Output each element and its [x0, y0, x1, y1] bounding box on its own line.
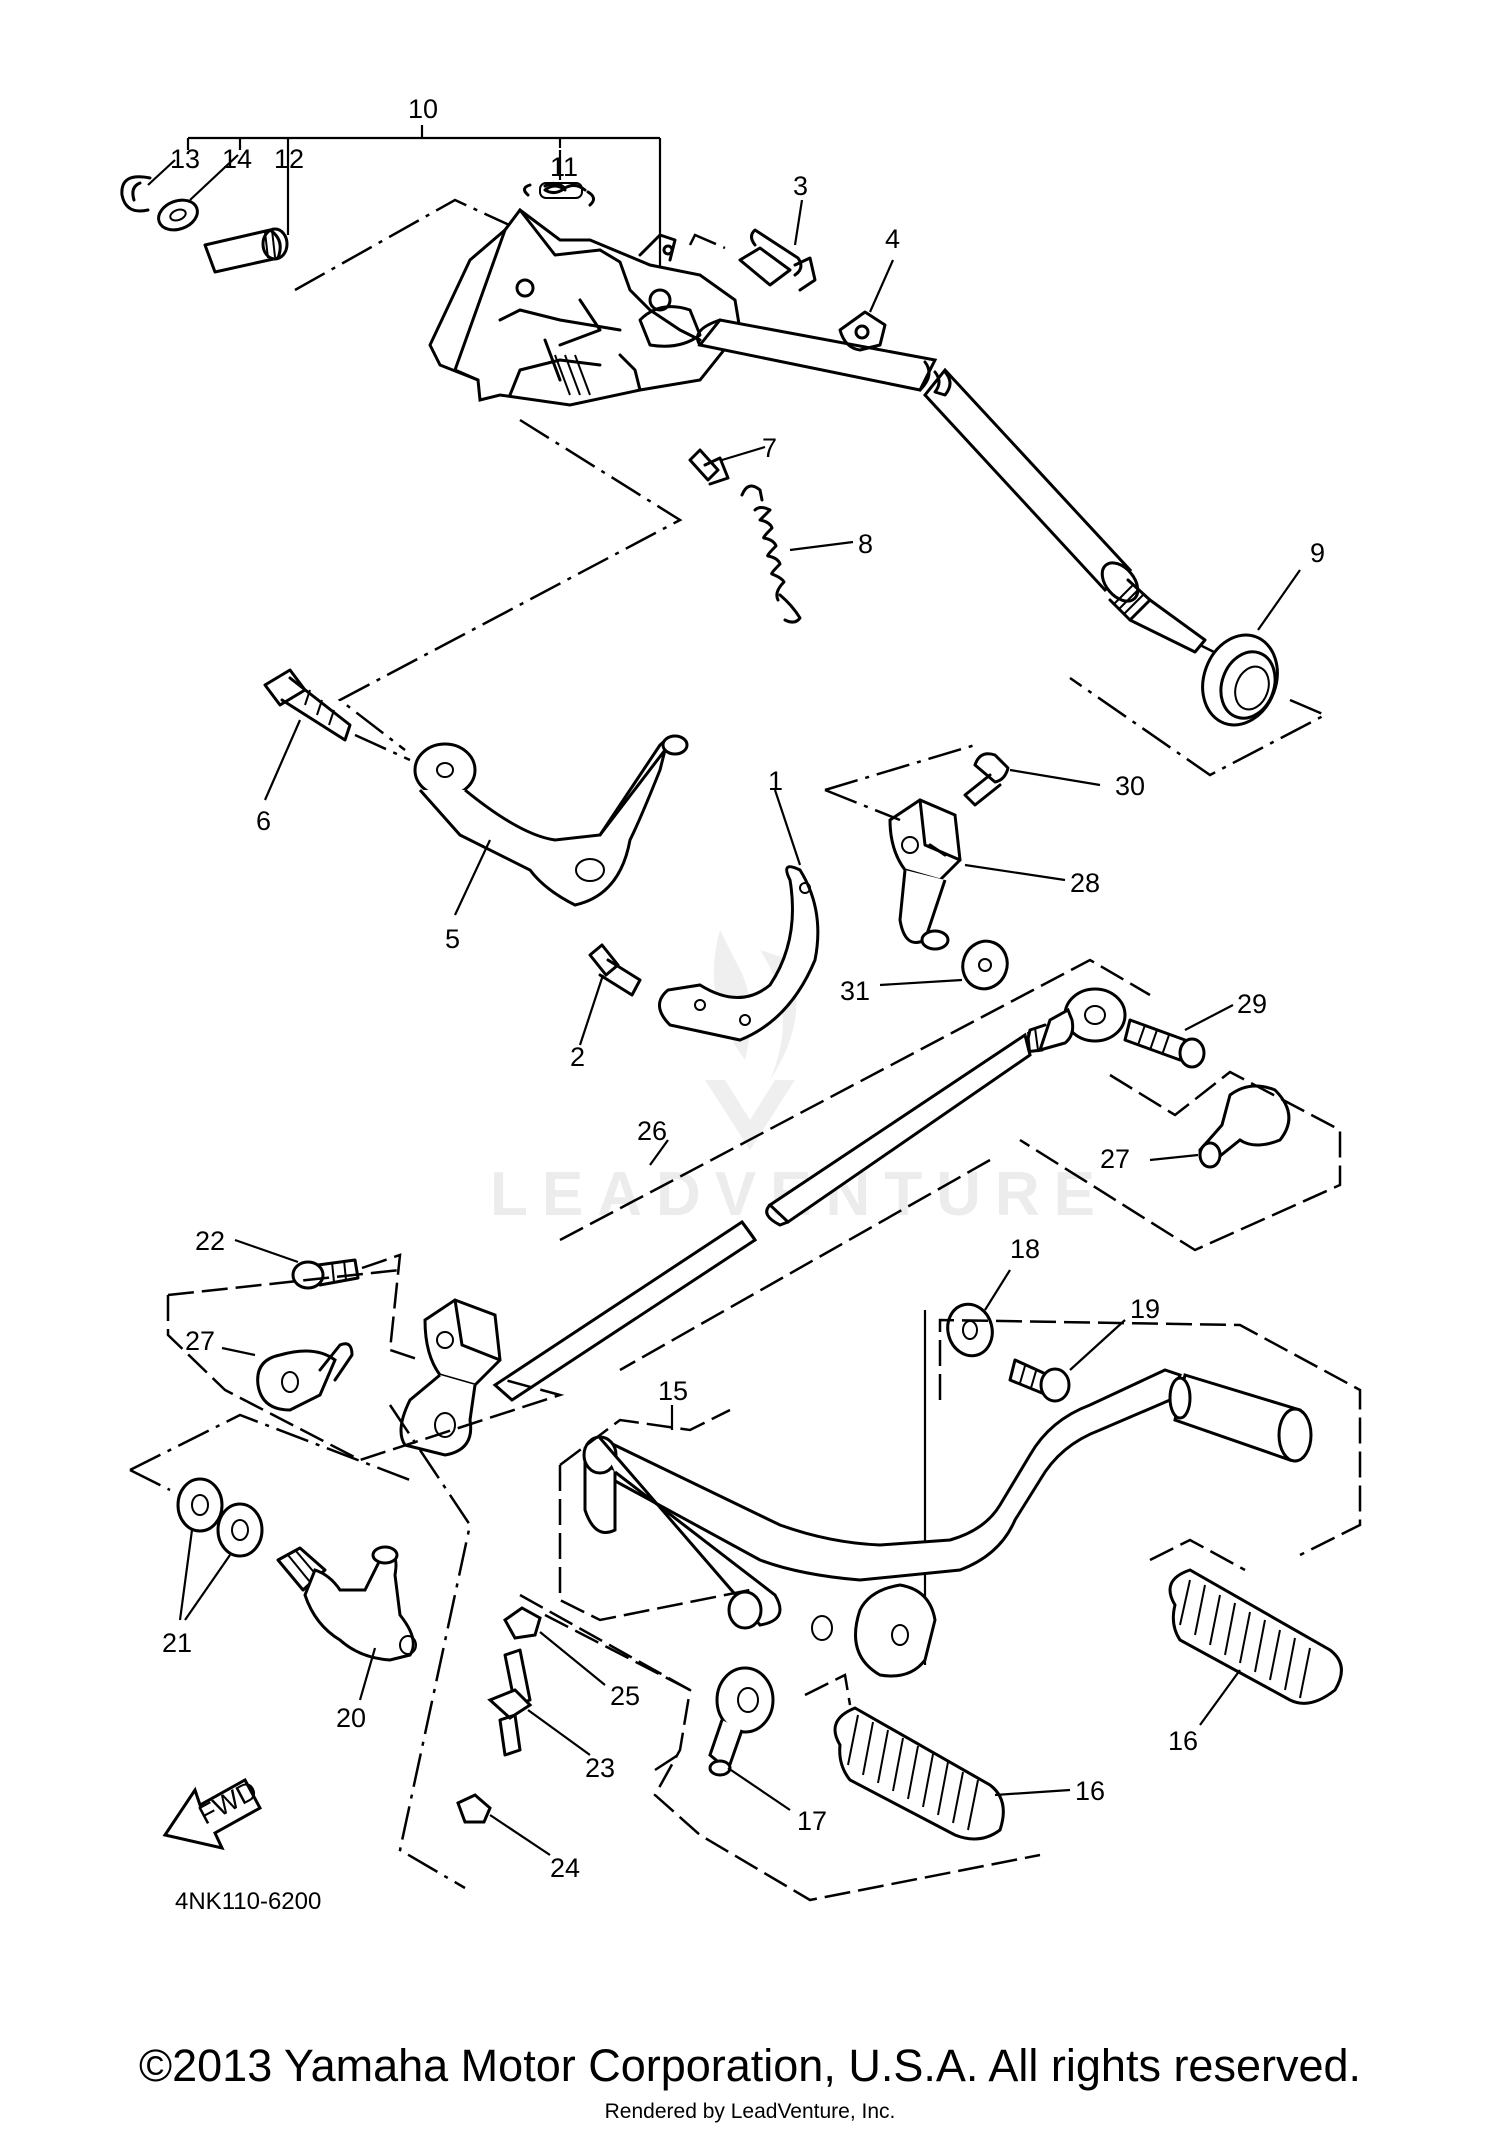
- part-lower-pinch-lever: [399, 1298, 502, 1457]
- group-10-bracket: [186, 125, 662, 280]
- callout-12: 12: [274, 144, 304, 174]
- copyright-notice: ©2013 Yamaha Motor Corporation, U.S.A. A…: [138, 2040, 1362, 2091]
- callout-29: 29: [1237, 989, 1267, 1019]
- part-8-spring: [740, 484, 854, 624]
- part-16-footpeg-rubber-left: [804, 1673, 1071, 1841]
- part-16-footpeg-rubber-right: [1149, 1538, 1343, 1726]
- callout-30: 30: [1115, 771, 1145, 801]
- forward-direction-arrow: FWD: [162, 1775, 262, 1851]
- callout-27-lower: 27: [185, 1326, 215, 1356]
- part-14-washer: [157, 154, 239, 232]
- callout-21: 21: [162, 1628, 192, 1658]
- part-3-bolt: [688, 199, 817, 292]
- callout-2: 2: [570, 1042, 585, 1072]
- rendered-by-credit: Rendered by LeadVenture, Inc.: [604, 2100, 896, 2123]
- callout-3: 3: [793, 171, 808, 201]
- callout-23: 23: [585, 1753, 615, 1783]
- part-24-nut: [456, 1793, 551, 1856]
- part-7-bolt: [688, 445, 766, 486]
- callout-13: 13: [170, 144, 200, 174]
- callout-9: 9: [1310, 538, 1325, 568]
- part-28-shift-lever: [824, 788, 1066, 951]
- part-11-spring: [523, 150, 595, 207]
- callout-14: 14: [222, 144, 252, 174]
- sub-assembly-boundary-29-27: [1019, 1070, 1342, 1252]
- part-17-rod-end: [708, 1666, 791, 1811]
- part-23-adjuster-bolt: [487, 1648, 591, 1757]
- callout-4: 4: [885, 224, 900, 254]
- callout-1: 1: [768, 766, 783, 796]
- callout-6: 6: [256, 806, 271, 836]
- part-2-screw: [578, 943, 642, 1046]
- callout-27-upper: 27: [1100, 1144, 1130, 1174]
- part-27-rod-end-upper: [1149, 1084, 1291, 1169]
- callout-31: 31: [840, 976, 870, 1006]
- part-29-bolt: [1123, 1004, 1234, 1069]
- part-20-pivot-shaft: [276, 1404, 472, 1890]
- part-22-bolt: [234, 1238, 421, 1362]
- callout-18: 18: [1010, 1234, 1040, 1264]
- part-15-shift-pedal: [558, 1318, 1362, 1678]
- part-9-oil-seal: [1069, 569, 1328, 777]
- callout-numbers: 10 11 12 13 14 3 4 7 8 9 6 5 1 2 30 28 3…: [162, 94, 1325, 1883]
- part-18-washer: [923, 1269, 1011, 1665]
- part-25-nut: [503, 1606, 606, 1686]
- callout-28: 28: [1070, 868, 1100, 898]
- callout-20: 20: [336, 1703, 366, 1733]
- callout-17: 17: [797, 1806, 827, 1836]
- part-13-circlip: [120, 159, 176, 213]
- diagram-code: 4NK110-6200: [175, 1888, 322, 1915]
- callout-16-left: 16: [1075, 1776, 1105, 1806]
- callout-8: 8: [858, 529, 873, 559]
- part-5-shift-arm: [413, 734, 689, 916]
- part-27-rod-end-lower: [221, 1342, 354, 1412]
- part-21-washers: [129, 1413, 411, 1621]
- callout-11: 11: [550, 152, 578, 182]
- part-1-guide-plate: [658, 789, 820, 1042]
- part-30-bolt: [824, 743, 1101, 807]
- callout-10: 10: [408, 94, 438, 124]
- part-19-bolt: [1008, 1319, 1126, 1403]
- callout-7: 7: [762, 433, 777, 463]
- part-6-bolt: [263, 668, 411, 801]
- callout-22: 22: [195, 1226, 225, 1256]
- part-10-shift-shaft-assembly: [428, 207, 1241, 667]
- callout-15: 15: [658, 1376, 688, 1406]
- part-26-shift-rod: [492, 958, 1151, 1402]
- part-31-washer: [879, 939, 1009, 991]
- part-4-clip: [838, 259, 895, 352]
- callout-5: 5: [445, 924, 460, 954]
- callout-26: 26: [637, 1116, 667, 1146]
- callout-16-right: 16: [1168, 1726, 1198, 1756]
- callout-24: 24: [550, 1853, 580, 1883]
- sub-assembly-boundary-lower-lever: [166, 1295, 565, 1462]
- callout-25: 25: [610, 1681, 640, 1711]
- callout-19: 19: [1130, 1294, 1160, 1324]
- part-12-pin: [203, 150, 521, 292]
